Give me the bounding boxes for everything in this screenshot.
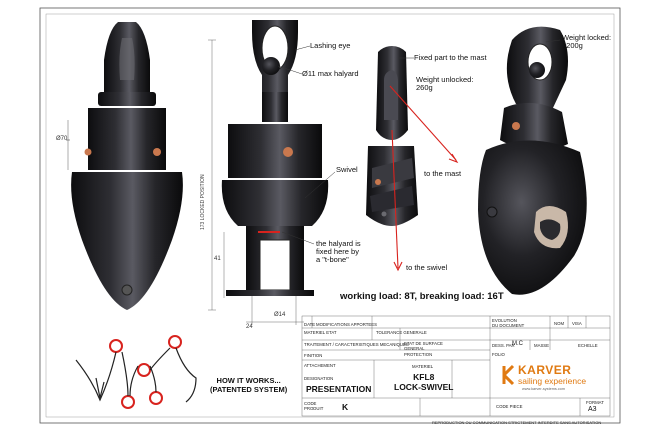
diameter-70-label: Ø70 [56,136,68,142]
title-block-grid [301,315,611,417]
tb-format-value: A3 [588,406,597,413]
tb-format-label: FORMAT [586,400,604,405]
lock-swivel-exploded-view [366,46,459,272]
to-the-mast-label: to the mast [424,169,462,178]
tb-nom: NOM [554,321,565,326]
inner-border [45,13,615,418]
halyard-diameter-label: Ø11 max halyard [302,69,359,78]
patented-system-sketch [75,335,197,409]
lock-swivel-front-view [66,22,183,310]
outer-border [39,7,621,424]
tb-attachement: ATTACHEMENT [304,363,336,368]
locked-position-dimension: 173 LOCKED POSITION [200,174,206,230]
brand-name: KARVER [518,363,572,377]
tb-materiel-etat: MATERIEL ETAT [304,330,337,335]
tb-date: DATE [304,322,316,327]
tb-etat-surface: ETAT DE SURFACE GENERAL [404,341,443,351]
diameter-14-label: Ø14 [274,312,286,318]
lock-swivel-side-view [208,20,336,325]
tb-evolution: EVOLUTION DU DOCUMENT [492,318,525,328]
how-it-works-label: HOW IT WORKS... (PATENTED SYSTEM) [210,376,288,394]
brand-url: www.karver-systems.com [522,387,566,391]
tb-code-produit-label: CODE PRODUIT [304,401,324,411]
dimension-41-label: 41 [214,256,221,262]
dimension-24-label: 24 [246,324,253,330]
tb-designation-value: PRESENTATION [306,384,372,394]
swivel-label: Swivel [336,165,358,174]
tb-tolerance: TOLERANCE GENERALE [376,330,427,335]
fixed-part-label: Fixed part to the mast [414,53,487,62]
tb-finition: FINITION [304,353,323,358]
tb-dess-value: M.C [512,341,523,347]
tb-code-produit-value: K [342,402,349,412]
tb-code-piece-label: CODE PIECE [496,404,523,409]
weight-unlocked-label: Weight unlocked: 260g [416,75,474,92]
tb-modifications: MODIFICATIONS APPORTEES [316,322,377,327]
lock-swivel-perspective-view [478,26,587,295]
tb-materiel-value: KFL8 LOCK-SWIVEL [394,372,454,392]
tb-folio: FOLIO [492,352,505,357]
tb-materiel-label: MATERIEL [412,364,434,369]
tb-protection: PROTECTION [404,352,433,357]
brand-tagline: sailing experience [518,376,587,386]
weight-locked-label: Weight locked: 1200g [562,33,612,50]
tb-echelle: ECHELLE [578,343,598,348]
tb-designation-label: DESIGNATION [304,376,334,381]
tb-footer: REPRODUCTION OU COMMUNICATION STRICTEMEN… [432,420,602,425]
tb-visa: VISA [572,321,582,326]
lashing-eye-label: Lashing eye [310,41,351,50]
karver-logo-icon [502,364,515,386]
tb-traitement: TRAITEMENT / CARACTERISTIQUES MECANIQUES [304,342,409,347]
to-the-swivel-label: to the swivel [406,263,448,272]
halyard-fixed-label: the halyard is fixed here by a "t-bone" [316,239,361,264]
tb-masse: MASSE [534,343,550,348]
working-load-label: working load: 8T, breaking load: 16T [340,291,504,302]
tb-dess-par: DESS. PAR [492,343,515,348]
